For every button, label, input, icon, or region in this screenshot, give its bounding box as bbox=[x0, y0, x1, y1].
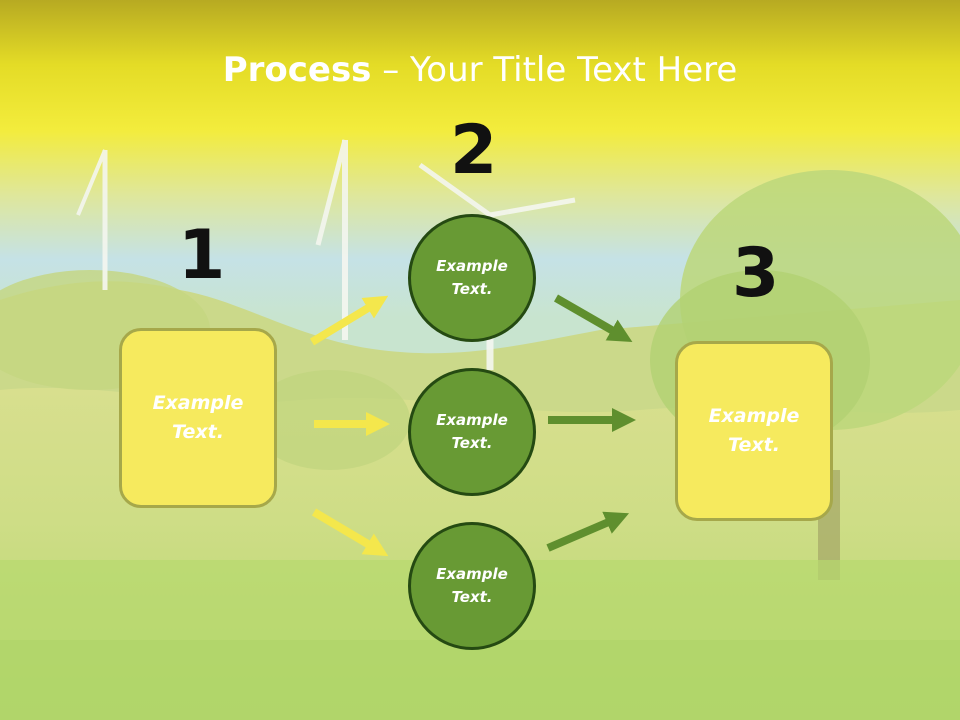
step-2-circle-top: Example Text. bbox=[408, 214, 536, 342]
circle-top-text: Example Text. bbox=[436, 257, 508, 298]
step-3-box: Example Text. bbox=[675, 341, 833, 521]
step-1-number: 1 bbox=[178, 216, 226, 295]
title-rest: – Your Title Text Here bbox=[371, 50, 738, 90]
circle-middle-text: Example Text. bbox=[436, 411, 508, 452]
arrow-1-to-bottom bbox=[311, 508, 389, 557]
step-1-box: Example Text. bbox=[119, 328, 277, 508]
title-bold: Process bbox=[222, 50, 372, 90]
step-3-text: Example Text. bbox=[708, 405, 800, 456]
step-3-number: 3 bbox=[732, 234, 780, 313]
arrow-bottom-to-3 bbox=[546, 511, 630, 552]
step-2-number: 2 bbox=[450, 111, 498, 190]
step-1-text: Example Text. bbox=[152, 392, 244, 443]
circle-bottom-text: Example Text. bbox=[436, 565, 508, 606]
step-2-circle-bottom: Example Text. bbox=[408, 522, 536, 650]
slide-title: Process – Your Title Text Here bbox=[0, 50, 960, 90]
step-2-circle-middle: Example Text. bbox=[408, 368, 536, 496]
arrow-1-to-top bbox=[309, 295, 389, 346]
arrow-top-to-3 bbox=[554, 294, 633, 342]
